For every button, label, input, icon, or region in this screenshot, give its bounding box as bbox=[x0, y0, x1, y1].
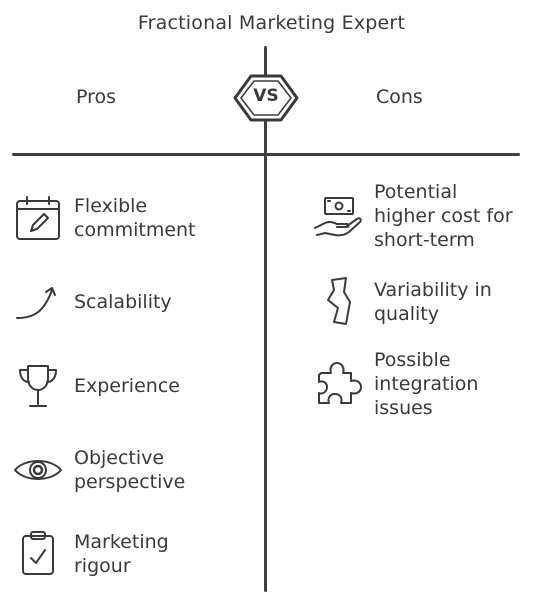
con-item-higher-cost: Potential higher cost for short-term bbox=[312, 180, 513, 252]
calendar-edit-icon bbox=[12, 192, 64, 244]
torn-paper-icon bbox=[312, 276, 364, 328]
con-item-variability: Variability in quality bbox=[312, 276, 492, 328]
horizontal-divider bbox=[12, 153, 520, 156]
money-hand-icon bbox=[312, 190, 364, 242]
pros-heading: Pros bbox=[76, 86, 117, 108]
con-item-label: Variability in quality bbox=[374, 279, 492, 325]
pro-item-label: Experience bbox=[74, 375, 180, 397]
clipboard-check-icon bbox=[12, 528, 64, 580]
pro-item-label: Objective perspective bbox=[74, 447, 186, 493]
diagram-title: Fractional Marketing Expert bbox=[137, 12, 406, 34]
vs-label: VS bbox=[253, 86, 279, 106]
vs-badge-shape bbox=[233, 74, 299, 122]
trophy-icon bbox=[12, 360, 64, 412]
pro-item-marketing-rigour: Marketing rigour bbox=[12, 528, 169, 580]
eye-icon bbox=[12, 444, 64, 496]
pro-item-label: Marketing rigour bbox=[74, 531, 169, 577]
vs-badge: VS bbox=[233, 72, 299, 124]
con-item-integration-issues: Possible integration issues bbox=[312, 348, 478, 420]
pro-item-objective-perspective: Objective perspective bbox=[12, 444, 185, 496]
con-item-label: Potential higher cost for short-term bbox=[374, 181, 513, 251]
pro-item-label: Flexible commitment bbox=[74, 195, 196, 241]
cons-heading: Cons bbox=[376, 86, 423, 108]
con-item-label: Possible integration issues bbox=[374, 349, 479, 419]
pro-item-scalability: Scalability bbox=[12, 276, 172, 328]
pro-item-label: Scalability bbox=[74, 291, 172, 313]
growth-arrow-icon bbox=[12, 276, 64, 328]
pro-item-experience: Experience bbox=[12, 360, 180, 412]
vertical-divider bbox=[264, 46, 267, 592]
pro-item-flexible-commitment: Flexible commitment bbox=[12, 192, 196, 244]
puzzle-piece-icon bbox=[312, 358, 364, 410]
